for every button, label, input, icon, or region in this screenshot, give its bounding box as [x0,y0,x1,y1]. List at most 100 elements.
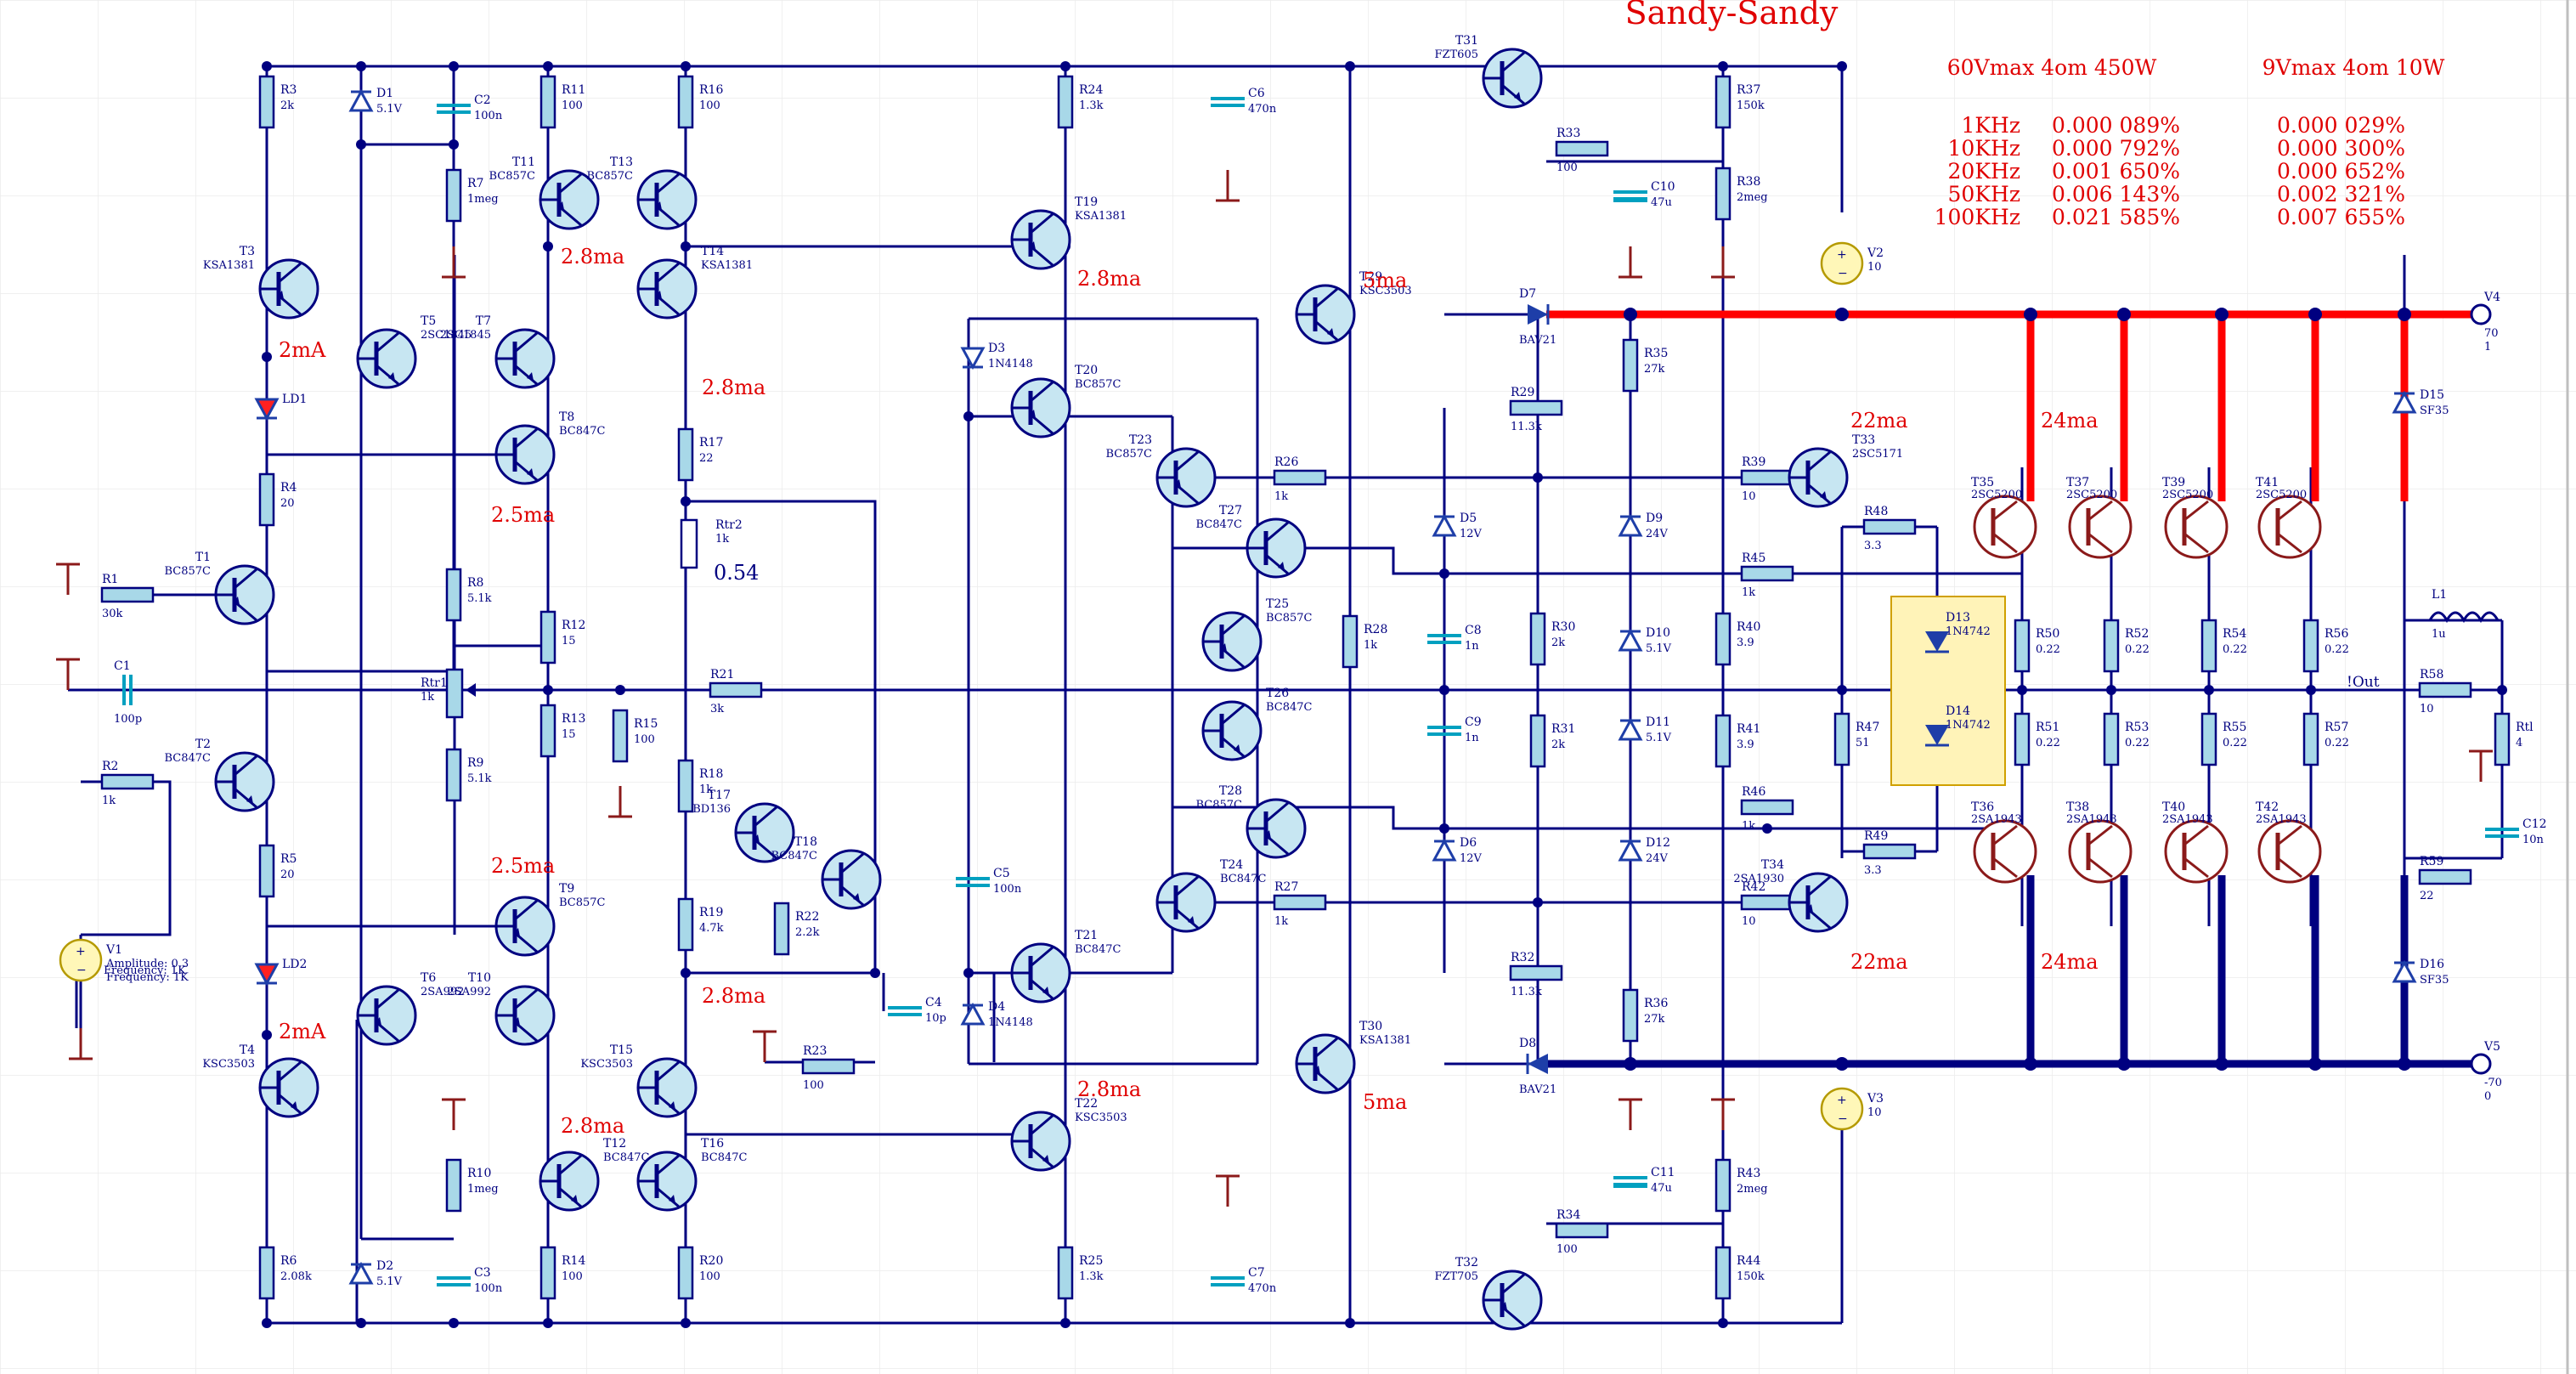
supply-port-value: 70 [2484,327,2499,340]
capacitor-value: 470n [1248,1282,1277,1295]
resistor-ref: R45 [1742,551,1765,565]
resistor-value: 1k [1274,915,1288,928]
diode-value: 12V [1460,528,1483,540]
resistor-ref: R53 [2125,721,2149,734]
capacitor-value: 100n [474,110,503,122]
transistor-arrow [527,468,534,477]
transistor-ref: T29 [1359,270,1382,284]
transistor-collector [1221,614,1245,636]
transistor-ref: T14 [701,245,724,258]
transistor-collector [656,172,680,195]
junction-dot [449,1318,459,1328]
resistor-body [2302,712,2319,766]
current-annotations: 2mA 2mA 2.8ma 2.8ma 2.8ma 2.8ma 2.8ma 2.… [279,245,2380,1138]
resistor-value: 100 [562,99,583,112]
resistor-ref: R11 [562,83,585,97]
resistor-value: 27k [1644,1013,1665,1026]
resistor-ref: R2 [102,760,118,773]
transistor-type: KSA1381 [203,259,255,272]
resistor-ref: R33 [1556,127,1580,140]
transistor-ref: T2 [195,738,211,751]
power-transistor-collector [2183,824,2209,846]
resistor-body [1622,988,1639,1043]
transistor-arrow [1514,92,1521,100]
resistor-value: 0.22 [2223,737,2247,749]
diode-ref: LD2 [282,958,307,971]
transistor-type: 2SA1943 [1971,813,2022,826]
junction-dot [2024,1057,2037,1071]
spec-head-9v: 9Vmax 4om 10W [2262,55,2445,80]
capacitor-ref: C7 [1248,1266,1265,1280]
voltage-source-plus: + [76,945,86,958]
resistor-value: 5.1k [467,592,492,605]
resistor-ref: R46 [1742,785,1765,799]
resistor-value: 5.1k [467,772,492,785]
resistor-value: 22 [699,452,714,465]
transistor-ref: T33 [1852,433,1875,447]
transistor-arrow [1042,1155,1049,1163]
resistor-body [1529,612,1546,666]
diode-value: 1N4148 [988,358,1033,370]
ground-symbol [1216,1174,1240,1207]
resistor-value: 2.08k [280,1270,312,1283]
transistor-arrow [557,201,564,210]
resistor-ref: R39 [1742,455,1765,469]
transistor-ref: T38 [2066,800,2089,814]
junction-dot [615,685,625,695]
resistor-ref: R1 [102,573,118,586]
transistor-collector [656,1154,680,1176]
transistor-arrow [375,1017,381,1026]
resistor-ref: R50 [2036,627,2059,641]
junction-dot [262,1318,272,1328]
resistor-ref: R55 [2223,721,2246,734]
transistor-collector [558,1154,582,1176]
transistor-ref: T11 [512,155,535,169]
diode-value: 5.1V [1646,642,1672,655]
resistor-value: 1k [1742,586,1755,599]
transistor-collector [234,755,257,777]
resistor-value: 2meg [1737,1183,1768,1196]
diode-body [2392,959,2417,983]
junction-dot [2117,308,2131,321]
transistor-type: BC857C [1266,612,1313,625]
capacitor-ref: C3 [474,1266,491,1280]
thd-9v: 0.000 300% [2277,136,2405,161]
resistor-value: 2k [280,99,294,112]
transistor-arrow [1264,830,1271,839]
resistor-body [258,844,275,898]
junction-dot [1345,61,1355,71]
resistor-value: 100 [699,1270,720,1283]
power-transistor-collector [2183,500,2209,522]
diode-body [2392,390,2417,414]
transistor-ref: T36 [1971,800,1994,814]
zener-body [1925,725,1949,745]
junction-dot [2398,308,2411,321]
resistor-body [1862,843,1917,860]
transistor-collector [1030,381,1054,403]
transistor-collector [1030,1114,1054,1136]
current-note: 22ma [1850,950,1908,974]
transistor-collector [656,262,680,284]
thd-freq: 1KHz [1961,113,2020,138]
capacitor-value: 1n [1465,732,1479,744]
power-transistor-collector [1992,824,2018,846]
transistor-type: 2SA992 [421,986,464,998]
resistor-body [677,759,694,813]
